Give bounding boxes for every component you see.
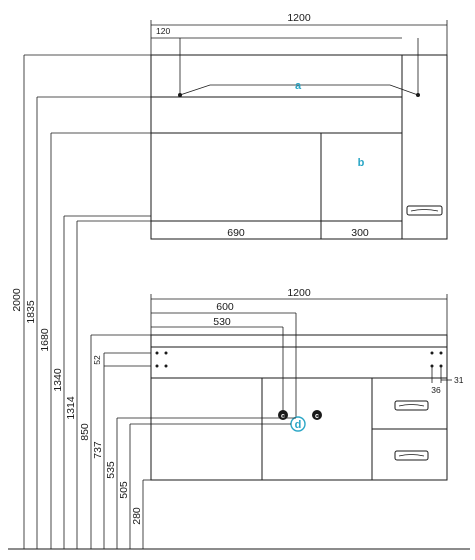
- dim-1835-label: 1835: [25, 300, 37, 324]
- pipe-c-right: [312, 410, 322, 420]
- dim-600-label: 600: [216, 301, 234, 313]
- mount-hole: [155, 351, 159, 355]
- mount-hole: [164, 351, 168, 355]
- label-b: b: [358, 157, 365, 169]
- light-wire-a: [179, 84, 419, 96]
- dim-1340-label: 1340: [52, 368, 64, 392]
- height-dimensions: 2000 1835 1680 1340 1314 850 52 737 535: [11, 54, 296, 549]
- drawer-handle-bottom: [394, 450, 429, 461]
- drawer-handle-top-detail: [398, 404, 425, 407]
- label-a: a: [295, 80, 302, 92]
- dim-1314-label: 1314: [65, 396, 77, 420]
- dim-505-label: 505: [118, 481, 130, 499]
- top-cabinet-outline: [150, 54, 448, 240]
- fixture-right-dot: [416, 93, 420, 97]
- dim-300-label: 300: [351, 227, 369, 239]
- dim-1200-top-label: 1200: [287, 12, 311, 24]
- mount-hole: [439, 351, 443, 355]
- label-c-right: c: [315, 413, 319, 420]
- dim-31-label: 31: [454, 375, 464, 385]
- vanity-top-band: [150, 346, 448, 379]
- top-cabinet: 1200 120 a b 690 300: [150, 12, 448, 240]
- top-right-handle-detail: [410, 209, 439, 212]
- mount-hole: [164, 364, 168, 368]
- dim-690-label: 690: [227, 227, 245, 239]
- dim-850-label: 850: [79, 423, 91, 441]
- dim-52-label: 52: [92, 355, 102, 365]
- dim-1680-label: 1680: [39, 328, 51, 352]
- mount-hole: [155, 364, 159, 368]
- dim-280-label: 280: [131, 507, 143, 525]
- mount-hole: [430, 351, 434, 355]
- countertop: [150, 334, 448, 348]
- dim-737-label: 737: [92, 441, 104, 459]
- dim-120-label: 120: [156, 26, 170, 36]
- dim-2000-label: 2000: [11, 288, 23, 312]
- dim-530-label: 530: [213, 316, 231, 328]
- drawer-handle-top: [394, 400, 429, 411]
- dim-1200-bottom-label: 1200: [287, 287, 311, 299]
- fixture-left-dot: [178, 93, 182, 97]
- drawer-handle-bottom-detail: [398, 454, 425, 457]
- pipe-c-left: [278, 410, 288, 420]
- vanity-cabinet: 1200 600 530 c c: [150, 287, 464, 481]
- label-c-left: c: [281, 413, 285, 420]
- label-d: d: [295, 419, 302, 431]
- dim-535-label: 535: [105, 461, 117, 479]
- dim-36-label: 36: [431, 385, 441, 395]
- top-right-handle: [406, 205, 443, 216]
